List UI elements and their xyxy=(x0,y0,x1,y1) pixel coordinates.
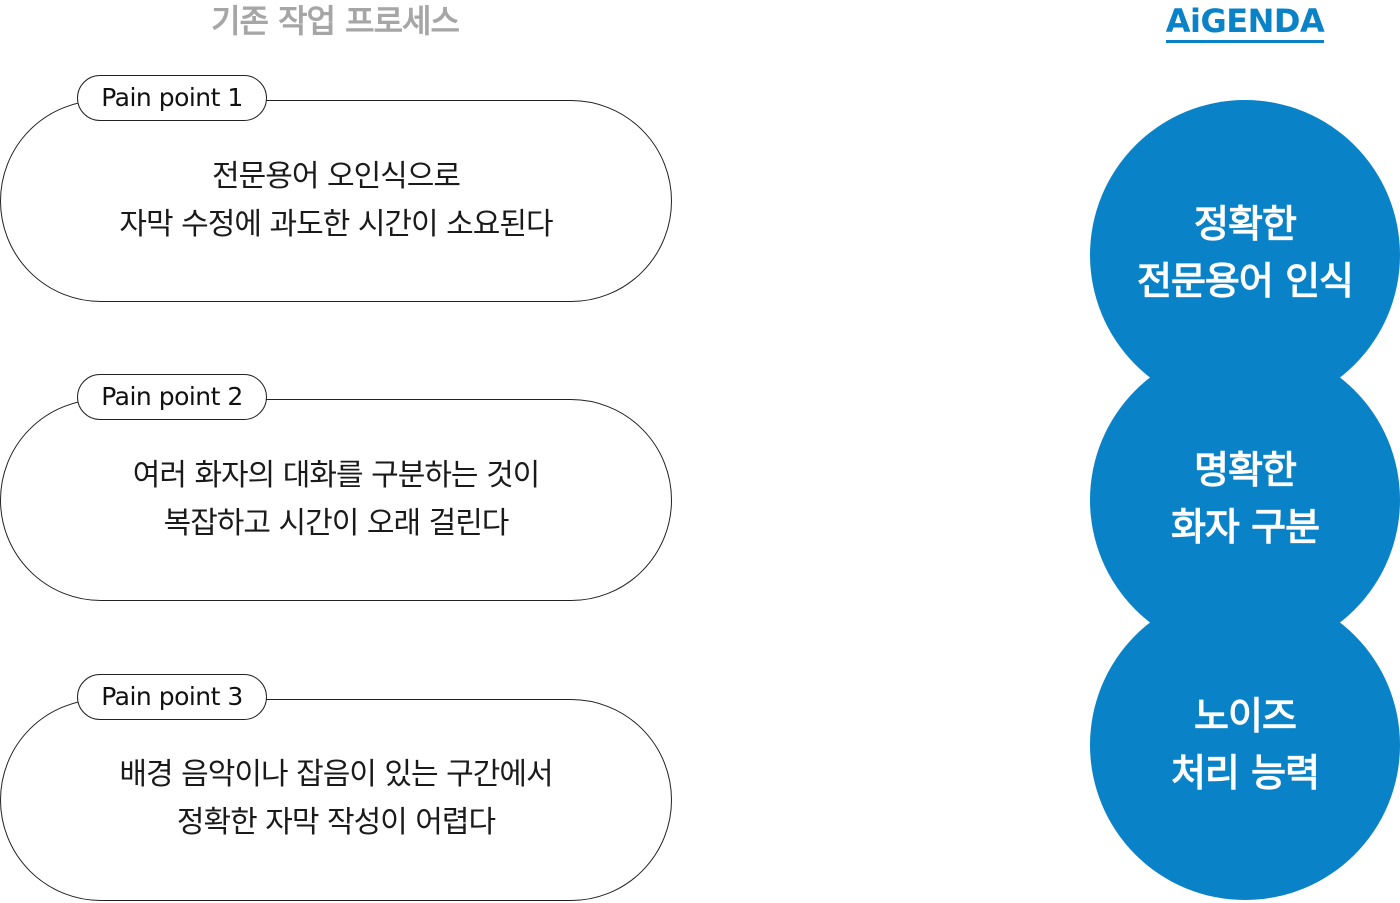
pain-point-1-tag: Pain point 1 xyxy=(77,75,267,121)
aigenda-title-text: AiGENDA xyxy=(1165,2,1325,43)
solution-circle-3 xyxy=(1090,590,1400,900)
solution-3-line-1: 노이즈 xyxy=(1194,694,1297,738)
legacy-process-title: 기존 작업 프로세스 xyxy=(211,2,460,40)
pain-point-1-line-1: 전문용어 오인식으로 xyxy=(212,159,461,194)
aigenda-title: AiGENDA xyxy=(1140,0,1350,43)
pain-point-3-tag: Pain point 3 xyxy=(77,674,267,720)
solution-3-line-2: 처리 능력 xyxy=(1170,751,1320,795)
pain-point-3-line-2: 정확한 자막 작성이 어렵다 xyxy=(176,805,496,840)
solution-circle-2 xyxy=(1090,345,1400,655)
pain-point-2-line-1: 여러 화자의 대화를 구분하는 것이 xyxy=(132,458,541,493)
pain-point-2-line-2: 복잡하고 시간이 오래 걸린다 xyxy=(163,506,510,541)
solution-1-line-1: 정확한 xyxy=(1194,202,1297,246)
pain-point-3-line-1: 배경 음악이나 잡음이 있는 구간에서 xyxy=(119,757,553,792)
pain-point-1-line-2: 자막 수정에 과도한 시간이 소요된다 xyxy=(119,207,553,242)
solution-2-line-1: 명확한 xyxy=(1194,448,1297,492)
pain-point-3-card xyxy=(0,699,672,901)
pain-point-2-card xyxy=(0,399,672,601)
solution-circle-1 xyxy=(1090,100,1400,410)
solution-2-line-2: 화자 구분 xyxy=(1170,505,1320,549)
pain-point-2-tag: Pain point 2 xyxy=(77,374,267,420)
solution-1-line-2: 전문용어 인식 xyxy=(1137,259,1354,303)
pain-point-1-card xyxy=(0,100,672,302)
